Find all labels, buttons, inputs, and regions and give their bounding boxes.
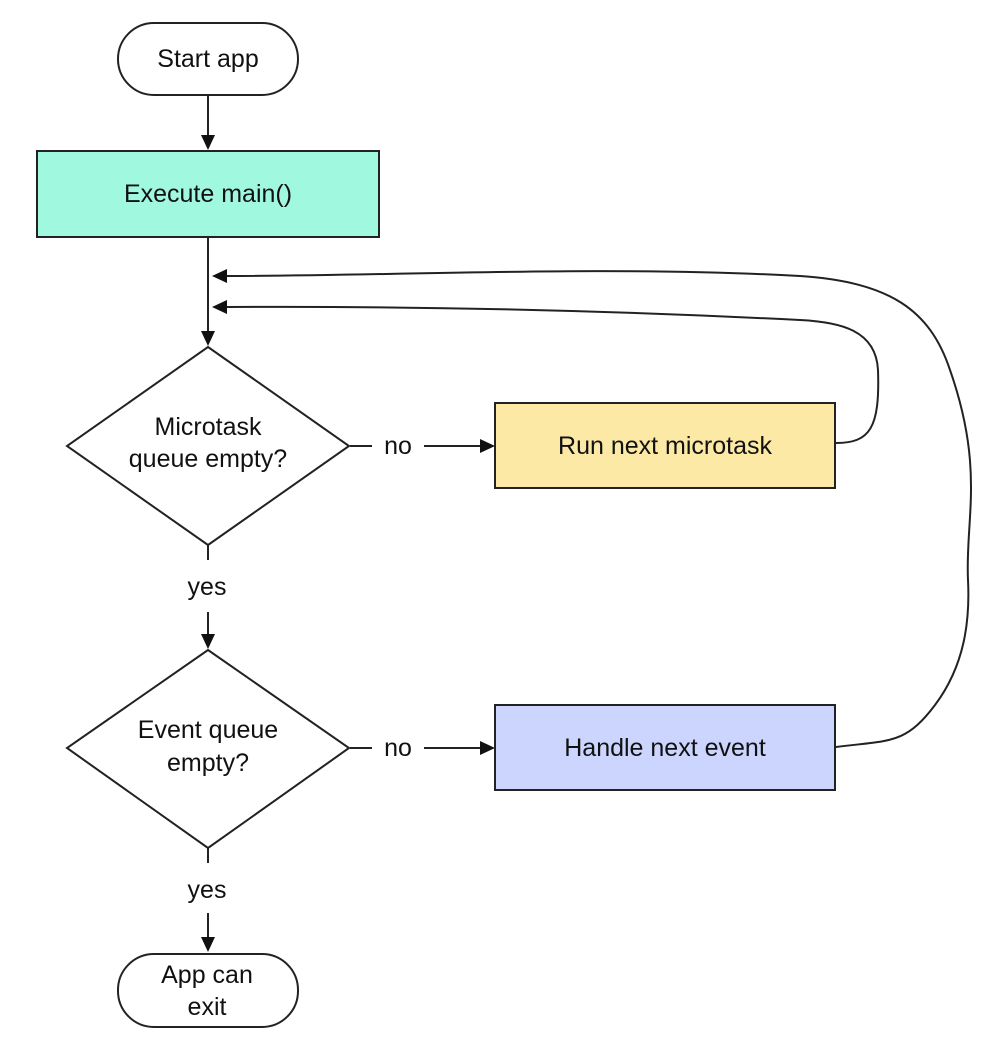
node-exit: App can exit (117, 953, 299, 1028)
run-microtask-process-shape (494, 402, 836, 489)
microtask-check-label-line-2: queue empty? (129, 445, 287, 473)
edge-label-microtask-no: no (384, 432, 412, 460)
event-check-label-line-2: empty? (167, 749, 249, 777)
handle-event-label: Handle next event (564, 734, 766, 762)
edge-labels: no yes no yes (188, 432, 412, 904)
execute-main-process-shape (36, 150, 380, 238)
node-event-check: Event queue empty? (65, 648, 351, 850)
arrowhead-main-to-microtask-check (201, 331, 215, 346)
microtask-check-decision-shape (65, 345, 351, 547)
run-microtask-label: Run next microtask (558, 432, 772, 460)
start-label: Start app (157, 45, 258, 73)
node-microtask-check: Microtask queue empty? (65, 345, 351, 547)
arrowhead-event-no (480, 741, 495, 755)
arrowhead-microtask-yes (201, 634, 215, 649)
start-terminal-shape (117, 22, 299, 96)
edge-label-event-no: no (384, 734, 412, 762)
arrowhead-start-to-main (201, 135, 215, 150)
arrowhead-event-yes (201, 937, 215, 952)
exit-terminal-shape (117, 953, 299, 1028)
node-start: Start app (117, 22, 299, 96)
arrowhead-microtask-loop-back (212, 300, 227, 314)
connectors (201, 96, 972, 952)
handle-event-process-shape (494, 704, 836, 791)
node-execute-main: Execute main() (36, 150, 380, 238)
node-run-microtask: Run next microtask (494, 402, 836, 489)
exit-label-line-2: exit (188, 993, 227, 1021)
edge-label-microtask-yes: yes (188, 573, 227, 601)
exit-label-line-1: App can (161, 961, 253, 989)
event-check-label-line-1: Event queue (138, 716, 278, 744)
arrowhead-microtask-no (480, 439, 495, 453)
edge-event-loop-back (226, 270, 972, 748)
event-check-decision-shape (65, 648, 351, 850)
execute-main-label: Execute main() (124, 180, 292, 208)
node-handle-event: Handle next event (494, 704, 836, 791)
edge-label-event-yes: yes (188, 876, 227, 904)
microtask-check-label-line-1: Microtask (155, 413, 262, 441)
edge-microtask-loop-back (226, 305, 880, 444)
arrowhead-event-loop-back (212, 269, 227, 283)
